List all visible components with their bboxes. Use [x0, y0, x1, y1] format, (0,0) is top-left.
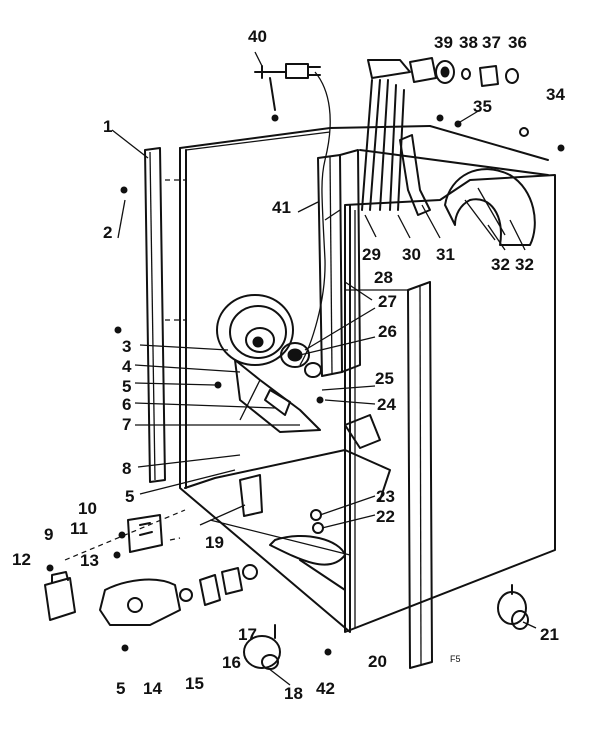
label-part-8: 8 — [122, 459, 131, 478]
label-part-20: 20 — [368, 652, 387, 671]
label-part-32a: 32 — [491, 255, 510, 274]
strip-part-20 — [407, 281, 433, 669]
label-part-41: 41 — [272, 198, 291, 217]
label-part-21: 21 — [540, 625, 559, 644]
label-part-19: 19 — [205, 533, 224, 552]
label-part-1: 1 — [103, 117, 112, 136]
label-part-10: 10 — [78, 499, 97, 518]
base-assembly — [184, 449, 391, 591]
label-part-13: 13 — [80, 551, 99, 570]
diagram-stamp: F5 — [450, 654, 461, 664]
label-part-11: 11 — [70, 519, 88, 538]
label-part-15: 15 — [185, 674, 204, 693]
label-part-5: 5 — [122, 377, 131, 396]
duct-bracket — [399, 134, 431, 216]
label-part-24: 24 — [377, 395, 396, 414]
label-part-30: 30 — [402, 245, 421, 264]
label-part-36: 36 — [508, 33, 527, 52]
label-part-18: 18 — [284, 684, 303, 703]
label-part-39: 39 — [434, 33, 453, 52]
screws — [114, 114, 565, 404]
label-part-37: 37 — [482, 33, 501, 52]
label-part-35: 35 — [473, 97, 492, 116]
label-part-3: 3 — [122, 337, 131, 356]
label-part-16: 16 — [222, 653, 241, 672]
label-part-27: 27 — [378, 292, 397, 311]
lower-components — [44, 509, 332, 656]
label-part-4: 4 — [122, 357, 132, 376]
label-part-7: 7 — [122, 415, 131, 434]
duct-tubes — [361, 59, 411, 211]
label-part-42: 42 — [316, 679, 335, 698]
label-part-5c: 5 — [116, 679, 125, 698]
label-part-5b: 5 — [125, 487, 134, 506]
part-labels: 1 2 3 4 5 6 7 8 5 9 10 11 12 13 14 5 15 … — [12, 27, 565, 703]
drive-pulley — [216, 294, 294, 366]
label-part-17: 17 — [238, 625, 257, 644]
label-part-12: 12 — [12, 550, 31, 569]
motor-bracket — [234, 359, 381, 449]
label-part-6: 6 — [122, 395, 131, 414]
label-part-34: 34 — [546, 85, 565, 104]
label-part-25: 25 — [375, 369, 394, 388]
label-part-2: 2 — [103, 223, 112, 242]
label-part-9: 9 — [44, 525, 53, 544]
label-part-26: 26 — [378, 322, 397, 341]
label-part-14: 14 — [143, 679, 162, 698]
idler-pulley — [280, 342, 322, 378]
label-part-23: 23 — [376, 487, 395, 506]
label-part-31: 31 — [436, 245, 455, 264]
label-part-40: 40 — [248, 27, 267, 46]
label-part-22: 22 — [376, 507, 395, 526]
label-part-38: 38 — [459, 33, 478, 52]
wiring-harness — [299, 71, 331, 366]
blower-housing — [444, 168, 536, 246]
label-part-29: 29 — [362, 245, 381, 264]
leader-lines — [111, 51, 537, 686]
power-cord-plug — [254, 63, 321, 122]
label-part-28: 28 — [374, 268, 393, 287]
caster-wheels — [243, 584, 529, 670]
vent-fittings — [409, 57, 519, 87]
cabinet-back-panel — [179, 125, 549, 633]
label-part-32b: 32 — [515, 255, 534, 274]
